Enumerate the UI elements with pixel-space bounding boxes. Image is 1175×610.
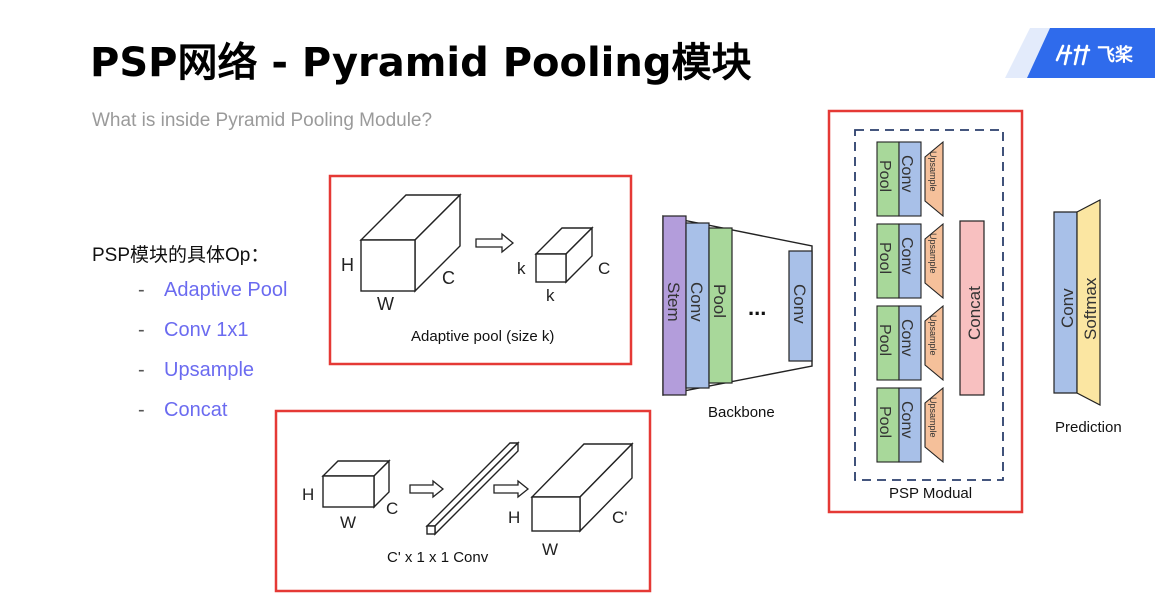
branch-conv-label: Conv bbox=[898, 401, 915, 438]
branch-conv-label: Conv bbox=[898, 237, 915, 274]
conv-highlight bbox=[274, 409, 652, 593]
backbone-caption: Backbone bbox=[708, 404, 775, 421]
label-c2: C' bbox=[612, 508, 628, 527]
psp-branch-3: Pool Conv Upsample bbox=[876, 304, 944, 382]
psp-dashed-box bbox=[854, 129, 1004, 481]
ops-heading: PSP模块的具体Op： bbox=[92, 245, 270, 266]
list-item: -Conv 1x1 bbox=[138, 319, 249, 341]
branch-upsample-label: Upsample bbox=[928, 151, 938, 192]
output-cube bbox=[530, 442, 634, 533]
paddle-logo: 飞桨 bbox=[1005, 28, 1155, 78]
branch-conv-block bbox=[898, 305, 922, 381]
label-w2: W bbox=[542, 540, 558, 559]
list-item: -Adaptive Pool bbox=[138, 279, 288, 301]
ellipsis: ... bbox=[748, 295, 766, 320]
stem-label: Stem bbox=[664, 282, 683, 322]
ops-list: -Adaptive Pool -Conv 1x1 -Upsample -Conc… bbox=[138, 276, 287, 436]
branch-conv-block bbox=[898, 387, 922, 463]
backbone-pool-label: Pool bbox=[710, 284, 729, 318]
branch-upsample-block bbox=[924, 386, 944, 464]
label-c1: C bbox=[386, 499, 398, 518]
concat-block bbox=[959, 220, 985, 396]
page-title: PSP网络 - Pyramid Pooling模块 bbox=[90, 40, 752, 86]
adaptive-pool-caption: Adaptive pool (size k) bbox=[411, 328, 554, 345]
branch-upsample-block bbox=[924, 222, 944, 300]
op-label: Concat bbox=[164, 399, 228, 421]
arrow-icon bbox=[409, 479, 445, 499]
adaptive-pool-highlight bbox=[328, 174, 633, 366]
label-w: W bbox=[377, 294, 394, 314]
label-w1: W bbox=[340, 513, 356, 532]
branch-pool-label: Pool bbox=[876, 160, 893, 192]
psp-branch-1: Pool Conv Upsample bbox=[876, 140, 944, 218]
branch-pool-label: Pool bbox=[876, 242, 893, 274]
softmax-block bbox=[1076, 199, 1101, 406]
arrow-icon bbox=[493, 479, 530, 499]
label-h1: H bbox=[302, 485, 314, 504]
label-k-side: k bbox=[517, 259, 526, 278]
branch-conv-block bbox=[898, 141, 922, 217]
prediction-conv-label: Conv bbox=[1058, 288, 1077, 328]
psp-branch-4: Pool Conv Upsample bbox=[876, 386, 944, 464]
small-cube bbox=[321, 459, 391, 509]
label-c: C bbox=[442, 268, 455, 288]
list-item: -Concat bbox=[138, 399, 228, 421]
prediction-caption: Prediction bbox=[1055, 419, 1122, 436]
branch-conv-label: Conv bbox=[898, 319, 915, 356]
softmax-label: Softmax bbox=[1081, 277, 1100, 340]
branch-pool-label: Pool bbox=[876, 324, 893, 356]
label-k-c: C bbox=[598, 259, 610, 278]
branch-conv-block bbox=[898, 223, 922, 299]
backbone-pool-block bbox=[708, 227, 733, 384]
psp-highlight bbox=[827, 109, 1024, 514]
concat-label: Concat bbox=[965, 286, 984, 340]
branch-pool-label: Pool bbox=[876, 406, 893, 438]
conv-caption: C' x 1 x 1 Conv bbox=[387, 549, 489, 566]
op-label: Conv 1x1 bbox=[164, 319, 249, 341]
op-label: Upsample bbox=[164, 359, 255, 381]
branch-upsample-label: Upsample bbox=[928, 397, 938, 438]
op-label: Adaptive Pool bbox=[164, 279, 288, 301]
backbone-conv-block-2 bbox=[788, 250, 813, 362]
label-h2: H bbox=[508, 508, 520, 527]
branch-conv-label: Conv bbox=[898, 155, 915, 192]
branch-upsample-block bbox=[924, 140, 944, 218]
backbone-conv2-label: Conv bbox=[790, 284, 809, 324]
psp-branch-2: Pool Conv Upsample bbox=[876, 222, 944, 300]
arrow-icon bbox=[475, 232, 515, 254]
subtitle: What is inside Pyramid Pooling Module? bbox=[92, 110, 433, 131]
branch-upsample-label: Upsample bbox=[928, 233, 938, 274]
input-cube bbox=[359, 193, 462, 293]
psp-caption: PSP Modual bbox=[889, 485, 972, 502]
label-h: H bbox=[341, 255, 354, 275]
branch-upsample-label: Upsample bbox=[928, 315, 938, 356]
logo-text: 飞桨 bbox=[1097, 44, 1134, 65]
pooled-cube bbox=[534, 226, 594, 284]
label-k-bottom: k bbox=[546, 286, 555, 305]
kernel-bar bbox=[425, 441, 520, 536]
backbone-conv-label: Conv bbox=[687, 282, 706, 322]
list-item: -Upsample bbox=[138, 359, 255, 381]
logo-graphic: 飞桨 bbox=[1005, 28, 1155, 78]
branch-upsample-block bbox=[924, 304, 944, 382]
